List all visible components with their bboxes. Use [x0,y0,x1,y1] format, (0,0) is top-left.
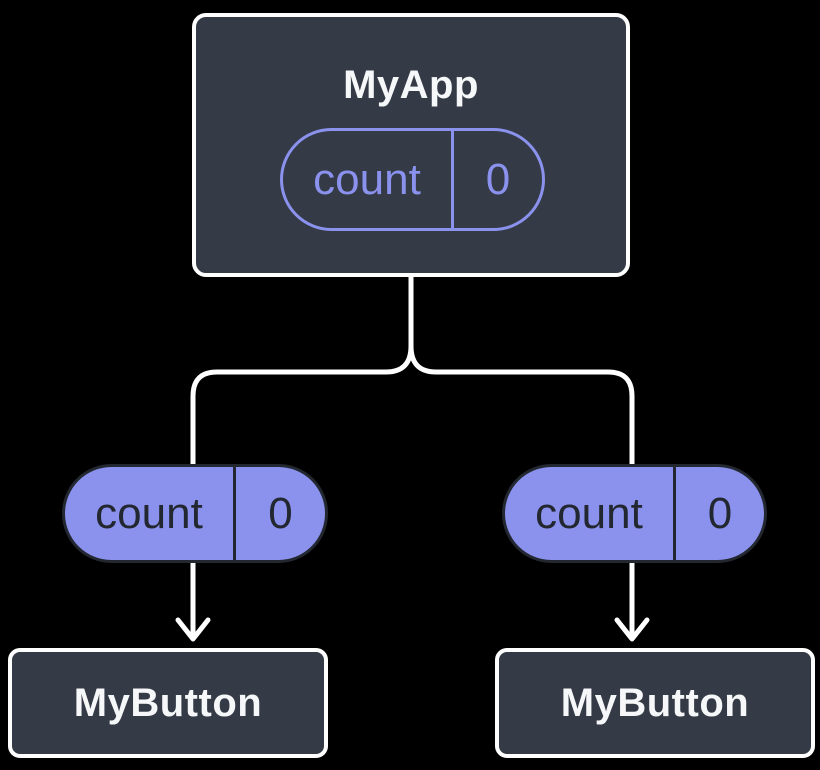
left-down-arrowhead-icon [175,617,211,642]
right-mybutton-node: MyButton [495,648,815,758]
left-branch-connector [190,343,414,639]
pill-divider [233,467,236,560]
mybutton-title: MyButton [73,680,263,725]
pill-divider [451,131,454,228]
left-mybutton-node: MyButton [8,648,328,758]
left-prop-pill: count 0 [62,464,328,563]
mybutton-title: MyButton [560,680,750,725]
right-down-arrowhead-icon [614,617,650,642]
state-key-label: count [313,154,421,204]
prop-value-label: 0 [707,488,733,538]
myapp-node: MyApp count 0 [192,13,630,277]
myapp-title: MyApp [343,63,479,107]
prop-value-label: 0 [268,488,293,538]
right-prop-pill: count 0 [502,464,767,563]
state-value-label: 0 [485,154,511,204]
right-branch-connector [408,343,635,639]
pill-divider [673,467,676,560]
myapp-state-pill: count 0 [280,128,545,231]
prop-key-label: count [535,488,643,538]
prop-key-label: count [95,488,203,538]
